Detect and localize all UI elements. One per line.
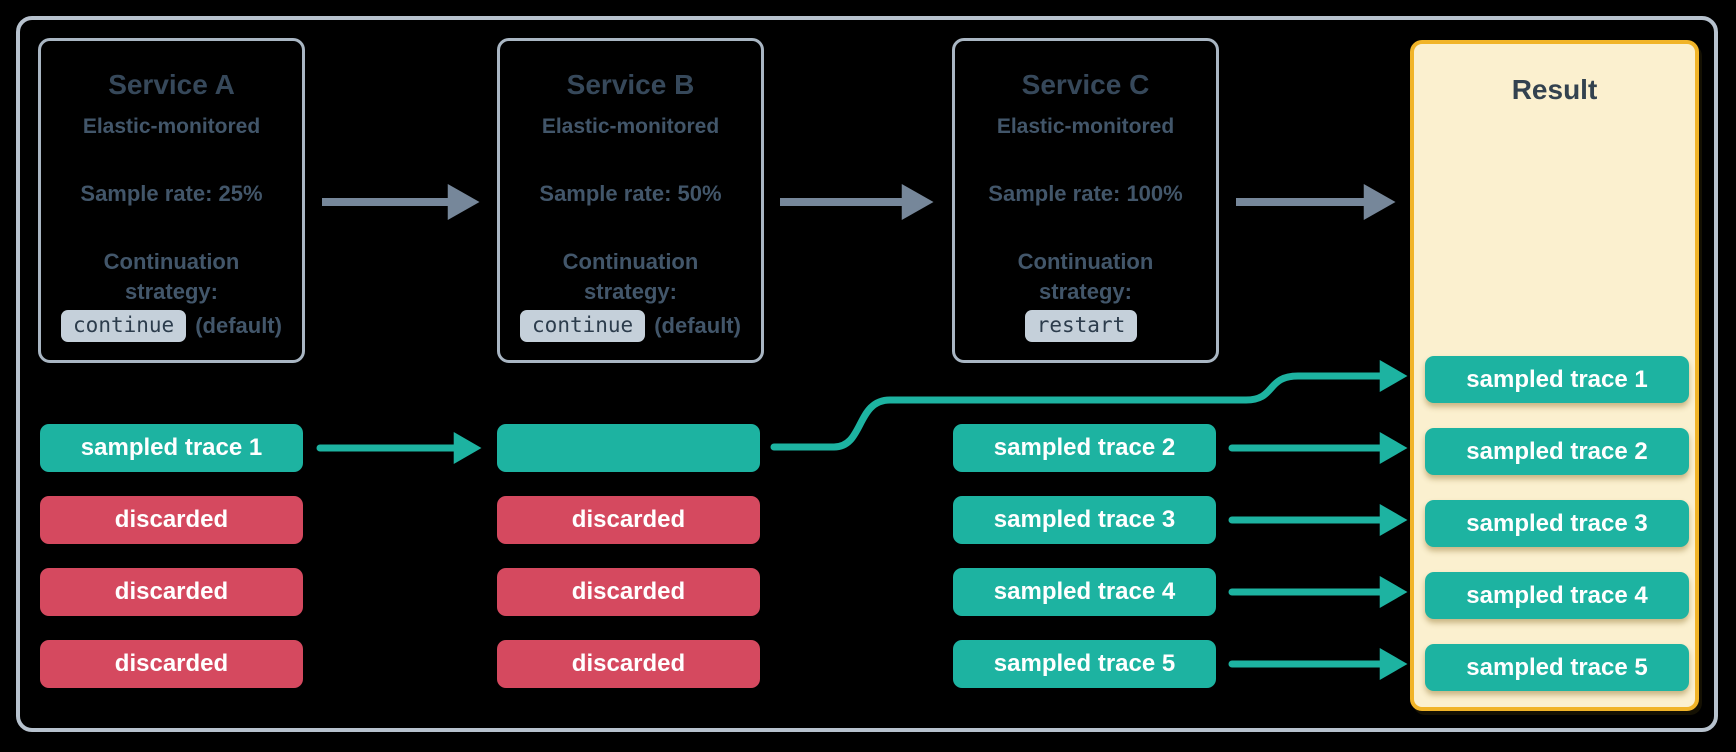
- service-b-strategy-label: Continuation strategy:: [562, 249, 699, 304]
- trace-chip-b-discarded-1: discarded: [497, 496, 760, 544]
- service-c-title: Service C: [1021, 69, 1150, 100]
- result-panel: Result sampled trace 1 sampled trace 2 s…: [1410, 40, 1699, 711]
- result-trace-chip-2: sampled trace 2: [1425, 428, 1689, 475]
- trace-chip-a-discarded-2: discarded: [40, 568, 303, 616]
- service-a-title: Service A: [108, 69, 235, 100]
- service-a-strategy-row: continue (default): [61, 310, 282, 342]
- service-c-box: Service C Elastic-monitored Sample rate:…: [952, 38, 1219, 363]
- service-b-title: Service B: [566, 69, 695, 100]
- trace-chip-b-discarded-3: discarded: [497, 640, 760, 688]
- trace-chip-b-discarded-2: discarded: [497, 568, 760, 616]
- service-b-box: Service B Elastic-monitored Sample rate:…: [497, 38, 764, 363]
- service-c-sample-rate: Sample rate: 100%: [988, 181, 1183, 206]
- service-a-monitored-label: Elastic-monitored: [82, 115, 261, 138]
- service-a-box: Service A Elastic-monitored Sample rate:…: [38, 38, 305, 363]
- result-trace-chip-5: sampled trace 5: [1425, 644, 1689, 691]
- result-trace-chip-1: sampled trace 1: [1425, 356, 1689, 403]
- service-c-monitored-label: Elastic-monitored: [996, 115, 1175, 138]
- trace-chip-a-discarded-1: discarded: [40, 496, 303, 544]
- service-a-sample-rate: Sample rate: 25%: [80, 181, 263, 206]
- service-b-strategy-code-chip: continue: [520, 310, 646, 342]
- result-trace-chip-4: sampled trace 4: [1425, 572, 1689, 619]
- diagram-frame: [16, 16, 1718, 732]
- service-c-strategy-code-chip: restart: [1024, 310, 1138, 342]
- result-title: Result: [1511, 74, 1598, 105]
- trace-chip-c-sampled-5: sampled trace 5: [953, 640, 1216, 688]
- service-c-strategy-row: restart: [1024, 310, 1147, 342]
- trace-chip-a-discarded-3: discarded: [40, 640, 303, 688]
- trace-chip-c-sampled-3: sampled trace 3: [953, 496, 1216, 544]
- trace-chip-c-sampled-2: sampled trace 2: [953, 424, 1216, 472]
- service-b-strategy-row: continue (default): [520, 310, 741, 342]
- service-a-strategy-default-note: (default): [195, 312, 282, 338]
- service-a-strategy-code-chip: continue: [61, 310, 187, 342]
- trace-chip-a-sampled-1: sampled trace 1: [40, 424, 303, 472]
- trace-chip-c-sampled-4: sampled trace 4: [953, 568, 1216, 616]
- service-c-strategy-label: Continuation strategy:: [1017, 249, 1154, 304]
- service-b-monitored-label: Elastic-monitored: [541, 115, 720, 138]
- service-a-strategy-label: Continuation strategy:: [103, 249, 240, 304]
- service-b-sample-rate: Sample rate: 50%: [539, 181, 722, 206]
- service-b-strategy-default-note: (default): [654, 312, 741, 338]
- result-trace-chip-3: sampled trace 3: [1425, 500, 1689, 547]
- trace-chip-b-sampled-1: [497, 424, 760, 472]
